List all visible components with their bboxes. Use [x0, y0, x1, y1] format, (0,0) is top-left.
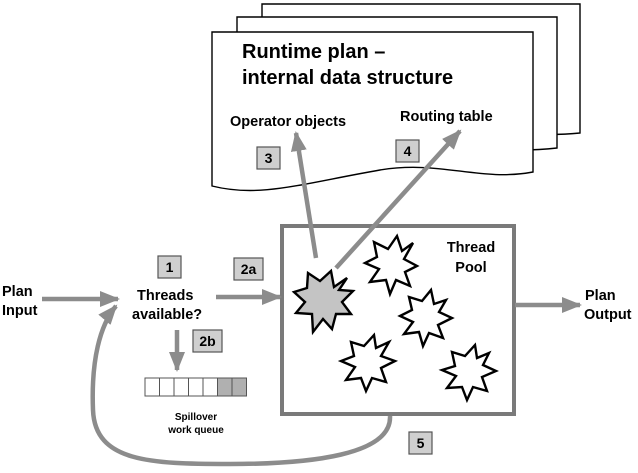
step-badge-5-text: 5 [417, 435, 425, 451]
idle-thread-burst-4 [438, 342, 499, 404]
active-thread-burst [291, 268, 356, 336]
step-badge-4: 4 [395, 139, 420, 163]
queue-slot-filled [231, 377, 247, 397]
step-badge-3: 3 [256, 146, 281, 170]
plan-output-line1: Plan [585, 288, 616, 304]
arrow-4-routing-table [334, 129, 462, 270]
queue-slot [202, 377, 218, 397]
routing-table-label: Routing table [400, 109, 493, 125]
plan-input-line2: Input [2, 303, 38, 319]
idle-thread-burst-3 [337, 332, 399, 395]
step-badge-2a-text: 2a [241, 261, 257, 277]
step-badge-4-text: 4 [404, 143, 412, 159]
thread-bursts [291, 233, 499, 404]
arrow-3-operator-objects [290, 131, 319, 259]
threads-available-line2: available? [132, 307, 202, 323]
idle-thread-burst-2 [397, 287, 455, 350]
thread-pool-line2: Pool [455, 260, 486, 276]
queue-slot [159, 377, 175, 397]
thread-pool-line1: Thread [447, 240, 495, 256]
plan-title-line1: Runtime plan – [242, 41, 385, 63]
threads-available-line1: Threads [137, 288, 193, 304]
step-badge-3-text: 3 [265, 150, 273, 166]
step-badge-1-text: 1 [166, 259, 174, 275]
queue-slot [144, 377, 160, 397]
idle-thread-burst-1 [362, 233, 420, 298]
queue-slot [173, 377, 189, 397]
spillover-work-queue [144, 377, 247, 397]
queue-slot [188, 377, 204, 397]
step-badge-5: 5 [408, 431, 433, 455]
step-badge-2b: 2b [192, 329, 223, 353]
step-badge-2a: 2a [233, 257, 264, 281]
operator-objects-label: Operator objects [230, 114, 346, 130]
plan-output-line2: Output [584, 307, 632, 323]
plan-title-line2: internal data structure [242, 67, 453, 89]
step-badge-2b-text: 2b [199, 333, 215, 349]
step-badge-1: 1 [157, 255, 182, 279]
arrow-5-loop-back [90, 304, 393, 467]
plan-input-line1: Plan [2, 284, 33, 300]
queue-slot-filled [217, 377, 233, 397]
spillover-line1: Spillover [175, 412, 217, 423]
spillover-line2: work queue [167, 425, 224, 436]
